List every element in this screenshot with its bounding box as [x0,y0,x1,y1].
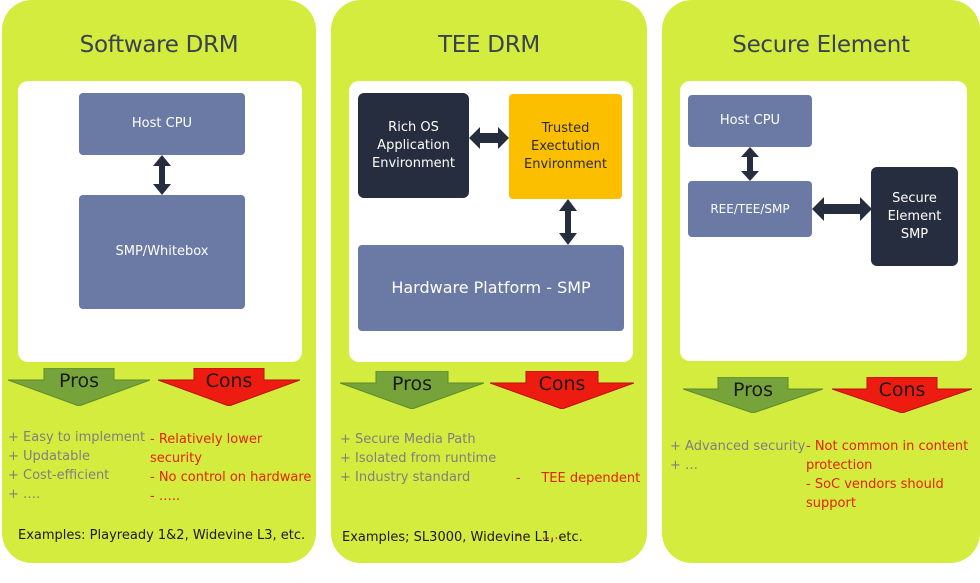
list-item: - Relatively lower security [150,432,263,466]
pros-label: Pros [732,379,774,401]
ree-tee-smp-block: REE/TEE/SMP [688,181,812,237]
examples-text: Examples; SL3000, Widevine L1, etc. [342,530,583,545]
list-item: - ….. [516,528,563,543]
vertical-double-arrow-icon [153,155,171,195]
panel-secure-element: Secure Element Host CPU REE/TEE/SMP Secu… [662,0,980,563]
cons-arrow: Cons [157,367,301,407]
pros-label: Pros [58,370,100,392]
list-item: + Easy to implement [8,430,146,445]
hardware-platform-block: Hardware Platform - SMP [358,245,624,331]
host-cpu-block: Host CPU [79,93,245,155]
vertical-double-arrow-icon [559,199,577,245]
cons-list: - TEE dependent - ….. [516,431,640,583]
cons-list: - Not common in content protection - SoC… [806,437,976,513]
list-item: - No control on hardware [150,470,312,485]
panel-title: TEE DRM [438,32,540,58]
list-item: - SoC vendors should support [806,477,944,511]
smp-whitebox-block: SMP/Whitebox [79,195,245,309]
pros-label: Pros [391,373,433,395]
pros-list: + Easy to implement + Updatable + Cost-e… [8,428,145,504]
diagram-area: Host CPU REE/TEE/SMP Secure Element SMP [680,81,967,361]
examples-text: Examples: Playready 1&2, Widevine L3, et… [18,528,306,543]
list-item: + Updatable [8,449,90,464]
pros-arrow: Pros [339,370,485,410]
vertical-double-arrow-icon [741,147,759,181]
cons-list: - Relatively lower security - No control… [150,430,316,506]
list-item: + Industry standard [340,470,471,485]
horizontal-double-arrow-icon [812,197,872,221]
list-item: - Not common in content protection [806,439,969,473]
panel-software-drm: Software DRM Host CPU SMP/Whitebox Pros … [2,0,316,563]
cons-label: Cons [878,379,926,401]
panel-tee-drm: TEE DRM Rich OS Application Environment … [331,0,647,563]
panel-title: Secure Element [732,32,910,58]
cons-arrow: Cons [831,376,973,414]
list-item: + Secure Media Path [340,432,476,447]
host-cpu-block: Host CPU [688,95,812,147]
pros-arrow: Pros [7,367,151,407]
diagram-area: Rich OS Application Environment Trusted … [349,81,633,362]
diagram-area: Host CPU SMP/Whitebox [18,81,302,362]
list-item: - ….. [150,489,181,504]
pros-list: + Advanced security + … [670,437,805,475]
list-item: + … [670,458,699,473]
pros-list: + Secure Media Path + Isolated from runt… [340,430,496,487]
cons-label: Cons [205,370,253,392]
trusted-execution-block: Trusted Exectution Environment [509,94,622,199]
cons-arrow: Cons [489,370,635,410]
list-item: + Isolated from runtime [340,451,497,466]
panel-title: Software DRM [79,32,239,58]
list-item: + …. [8,487,41,502]
pros-arrow: Pros [682,376,824,414]
list-item: - TEE dependent [516,471,641,486]
rich-os-block: Rich OS Application Environment [358,93,469,198]
cons-label: Cons [538,373,586,395]
list-item: + Cost-efficient [8,468,110,483]
list-item: + Advanced security [670,439,806,454]
horizontal-double-arrow-icon [469,127,509,149]
secure-element-smp-block: Secure Element SMP [871,167,958,266]
